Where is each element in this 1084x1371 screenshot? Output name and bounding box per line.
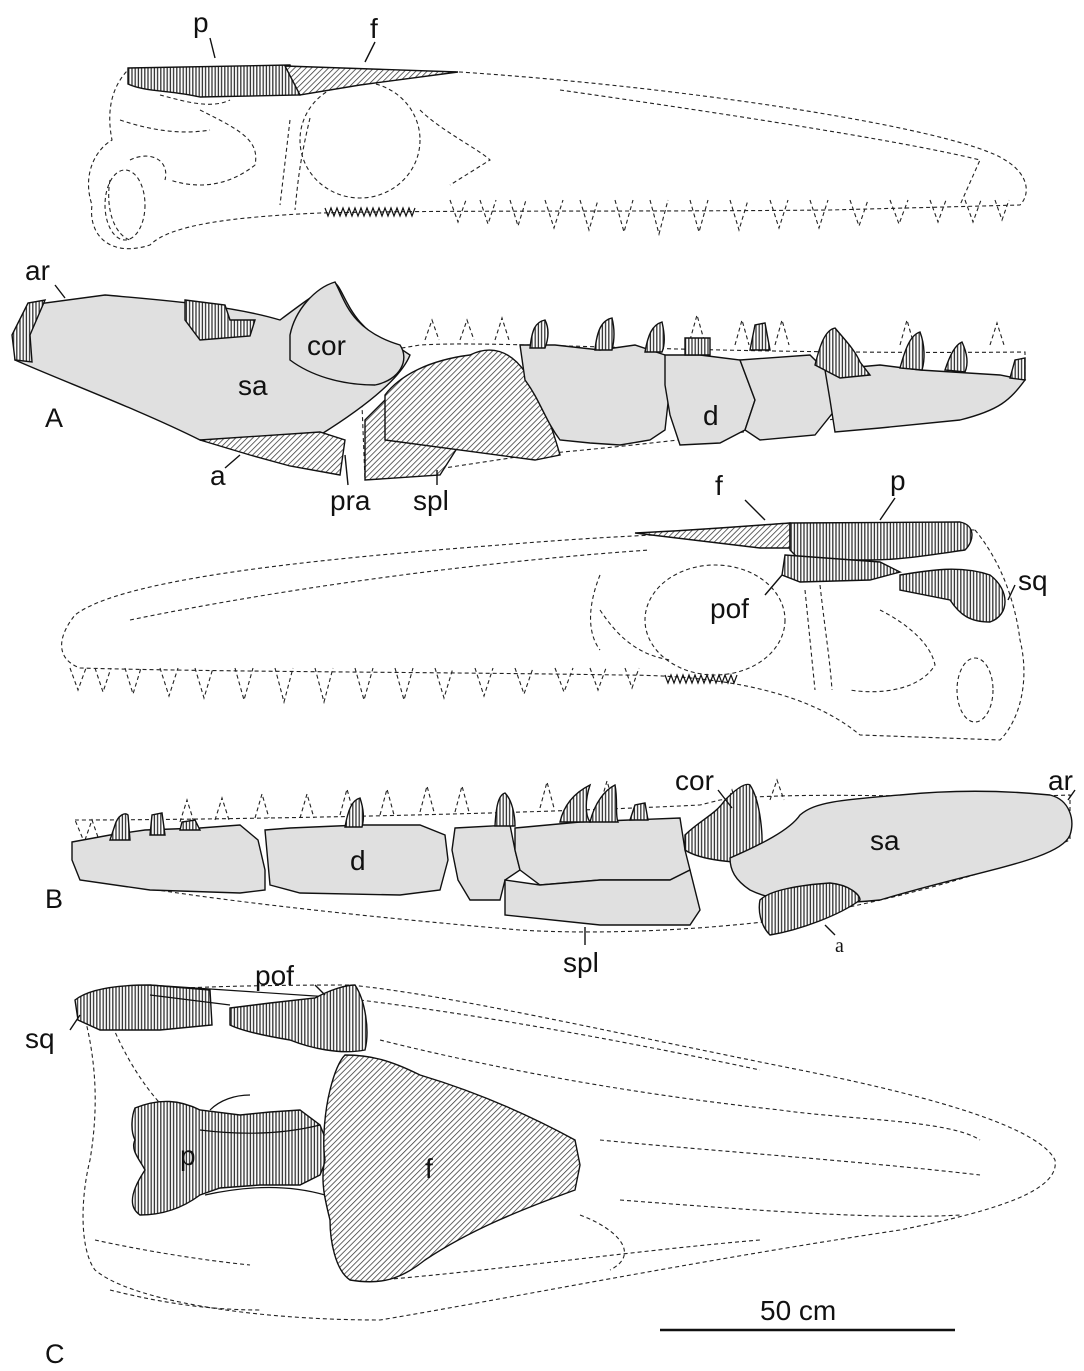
frontal-b [635, 523, 790, 548]
squamosal-c [75, 985, 212, 1030]
frontal-c [323, 1055, 580, 1282]
label-p-c: p [180, 1140, 196, 1171]
tooth-a-7 [900, 332, 924, 370]
tooth-a-5 [750, 323, 770, 350]
label-pra-a: pra [330, 485, 371, 516]
label-a-a: a [210, 460, 226, 491]
label-f-c: f [425, 1153, 433, 1184]
parietal-c [132, 1101, 330, 1215]
label-d-b: d [350, 845, 366, 876]
temporal-fenestra-a [105, 170, 145, 240]
tooth-a-8 [945, 342, 967, 372]
tooth-a-4 [685, 338, 710, 355]
label-a-b: a [835, 935, 844, 957]
label-spl-b: spl [563, 947, 599, 978]
label-p-a: p [193, 7, 209, 38]
panel-label-c: C [45, 1339, 65, 1369]
label-pof-c: pof [255, 960, 294, 991]
dentary-piece-1-b [72, 825, 265, 893]
label-cor-b: cor [675, 765, 714, 796]
small-teeth-b [665, 675, 737, 683]
orbit-a [300, 82, 420, 198]
scale-bar: 50 cm [660, 1295, 955, 1330]
label-f-b: f [715, 470, 723, 501]
tooth-b-8 [630, 803, 648, 820]
tooth-b-4 [345, 798, 363, 827]
surangular-hatch-a [185, 300, 255, 340]
tooth-b-1 [110, 814, 130, 840]
label-ar-b: ar [1048, 765, 1073, 796]
label-p-b: p [890, 465, 906, 496]
scale-bar-label: 50 cm [760, 1295, 836, 1326]
skull-b-outline [62, 530, 1024, 740]
label-sq-c: sq [25, 1023, 55, 1054]
tooth-a-1 [530, 320, 548, 348]
parietal-b [790, 522, 972, 560]
tooth-a-9 [1010, 358, 1025, 380]
label-spl-a: spl [413, 485, 449, 516]
upper-teeth-a [450, 200, 1009, 234]
panel-c-skull: sq pof p f C [25, 960, 1055, 1369]
tooth-a-3 [645, 322, 664, 352]
label-pof-b: pof [710, 593, 749, 624]
panel-a-mandible: ar cor sa a pra spl d A [12, 255, 1025, 516]
label-f-a: f [370, 13, 378, 44]
label-sq-b: sq [1018, 565, 1048, 596]
upper-teeth-b [70, 668, 639, 702]
dentary-piece-4-b [515, 818, 690, 885]
label-ar-a: ar [25, 255, 50, 286]
label-cor-a: cor [307, 330, 346, 361]
panel-b-mandible: cor ar sa d spl a B [45, 765, 1075, 978]
surangular-b [730, 791, 1072, 903]
frontal-a [285, 66, 458, 95]
squamosal-b [900, 569, 1005, 622]
tooth-b-5 [495, 793, 515, 826]
tooth-a-2 [595, 318, 614, 350]
tooth-b-6 [560, 785, 590, 822]
label-d-a: d [703, 400, 719, 431]
tooth-b-2 [150, 813, 165, 835]
tooth-b-3 [180, 820, 200, 830]
label-sa-a: sa [238, 370, 268, 401]
label-sa-b: sa [870, 825, 900, 856]
panel-label-a: A [45, 403, 63, 433]
parietal-a [128, 65, 300, 97]
temporal-fenestra-b [957, 658, 993, 722]
panel-label-b: B [45, 884, 63, 914]
panel-a-skull: p f [89, 7, 1027, 249]
panel-b-skull: f p pof sq [62, 465, 1048, 740]
